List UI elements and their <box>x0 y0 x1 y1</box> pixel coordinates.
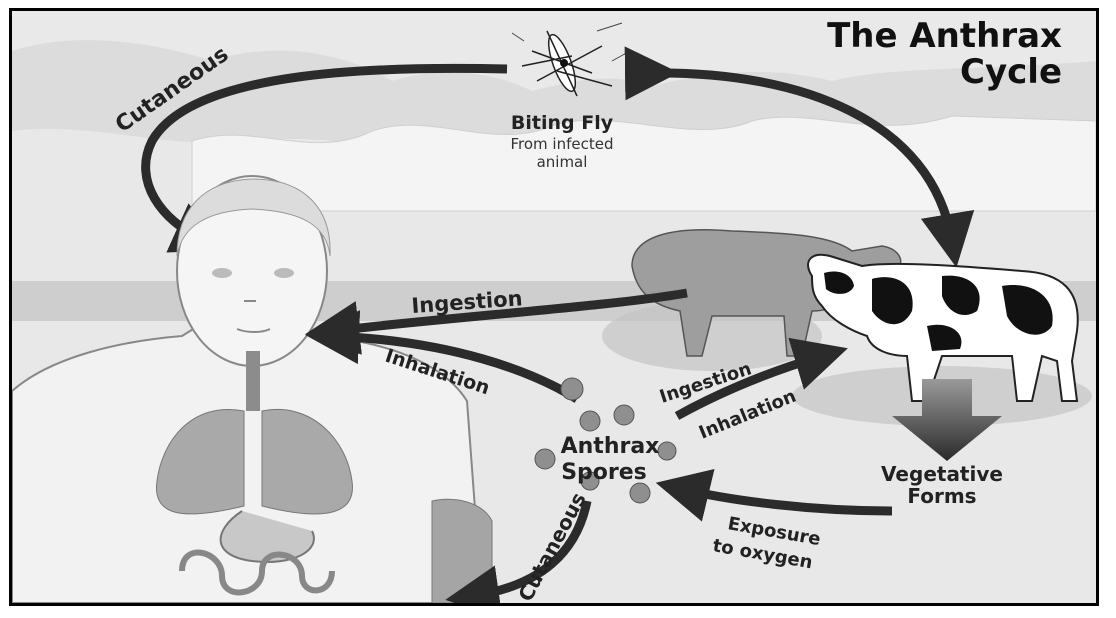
biting-fly-subtext-1: From infected <box>511 135 614 153</box>
diagram-title-line-1: The Anthrax <box>827 16 1062 56</box>
anthrax-spores-label-2: Spores <box>561 460 647 485</box>
biting-fly-label: Biting Fly <box>511 112 614 134</box>
diagram-frame: The Anthrax Cycle Biting Fly From infect… <box>9 8 1099 606</box>
vegetative-forms-label-2: Forms <box>907 484 976 508</box>
diagram-title-line-2: Cycle <box>960 52 1062 92</box>
vegetative-forms-label-1: Vegetative <box>881 462 1003 486</box>
anthrax-cycle-diagram: The Anthrax Cycle Biting Fly From infect… <box>12 11 1096 603</box>
anthrax-spores-label-1: Anthrax <box>561 434 660 459</box>
biting-fly-subtext-2: animal <box>537 153 588 171</box>
